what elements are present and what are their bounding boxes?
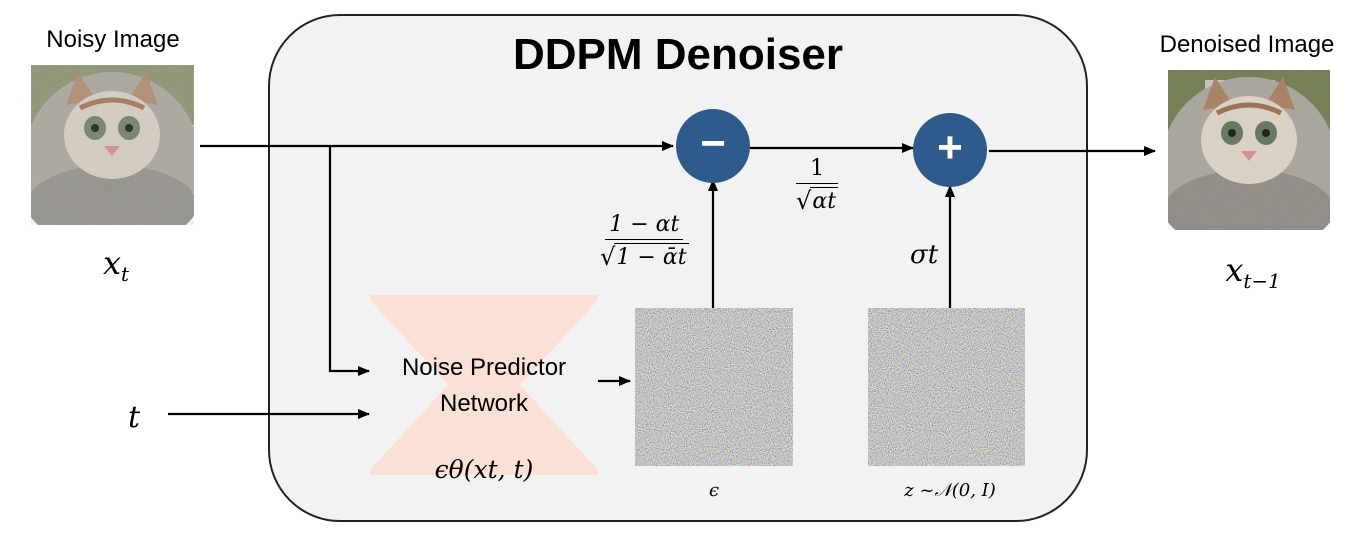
output-symbol: xt−1	[1225, 251, 1281, 293]
denoised-output-image	[1168, 70, 1330, 230]
z-caption: z ~𝒩(0, I)	[904, 480, 996, 501]
time-symbol: t	[128, 400, 141, 435]
network-label-line2: Network	[439, 390, 529, 417]
input-symbol: xt	[102, 244, 129, 286]
plus-symbol: +	[937, 123, 963, 172]
network-label: Noise Predictor Network	[370, 350, 598, 422]
scale-coefficient: 1 √αt	[796, 156, 839, 215]
scale-coefficient-denominator: √αt	[796, 187, 839, 215]
input-to-network-arrow	[328, 146, 370, 376]
scale-coefficient-numerator: 1	[796, 156, 839, 184]
plus-operator	[913, 113, 987, 187]
epsilon-noise-image	[635, 308, 793, 466]
input-caption: Noisy Image	[46, 26, 180, 53]
minus-operator	[676, 109, 750, 183]
noisy-input-image	[31, 65, 194, 225]
epsilon-caption: ϵ	[708, 480, 720, 501]
sigma-coefficient: σt	[910, 240, 939, 270]
epsilon-coefficient-numerator: 1 − αt	[605, 212, 684, 240]
output-caption: Denoised Image	[1159, 31, 1335, 58]
z-noise-image	[868, 308, 1025, 466]
epsilon-coefficient-denominator: √1 − ᾱt	[600, 243, 689, 271]
network-label-line1: Noise Predictor	[401, 354, 567, 381]
epsilon-coefficient: 1 − αt √1 − ᾱt	[600, 212, 689, 271]
network-formula: ϵθ(xt, t)	[434, 455, 534, 484]
diagram-title: DDPM Denoiser	[512, 30, 844, 79]
minus-symbol: −	[700, 119, 726, 168]
